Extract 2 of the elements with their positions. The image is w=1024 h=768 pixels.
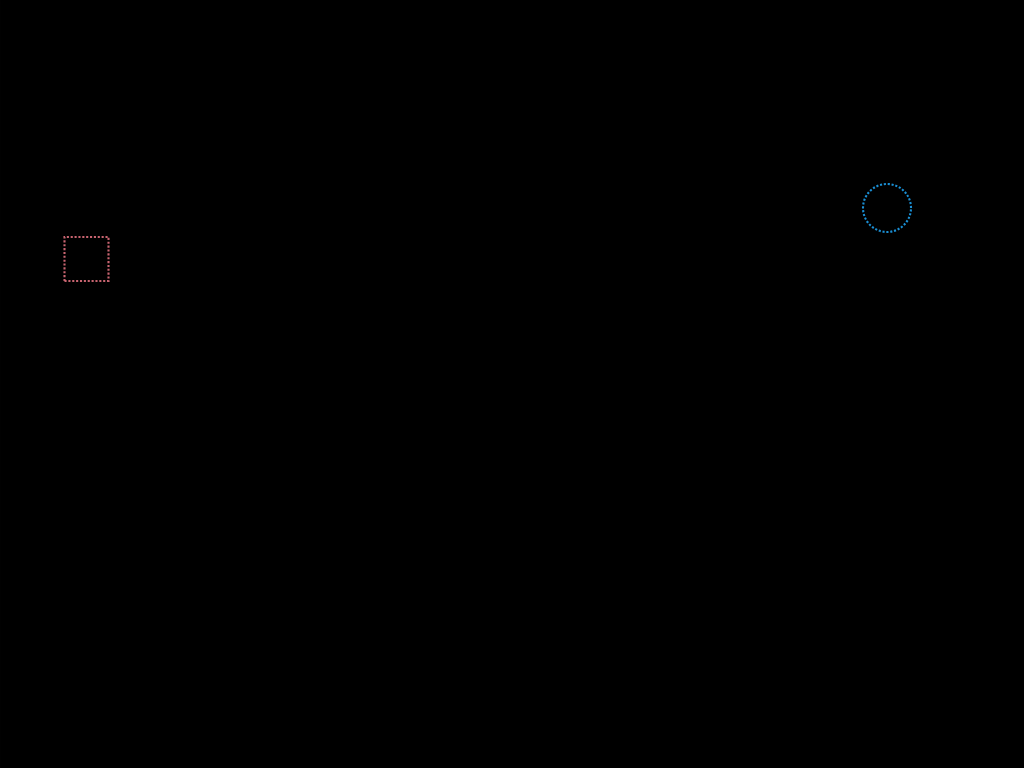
dotted-circle: [861, 182, 913, 234]
dotted-square: [63, 235, 110, 283]
